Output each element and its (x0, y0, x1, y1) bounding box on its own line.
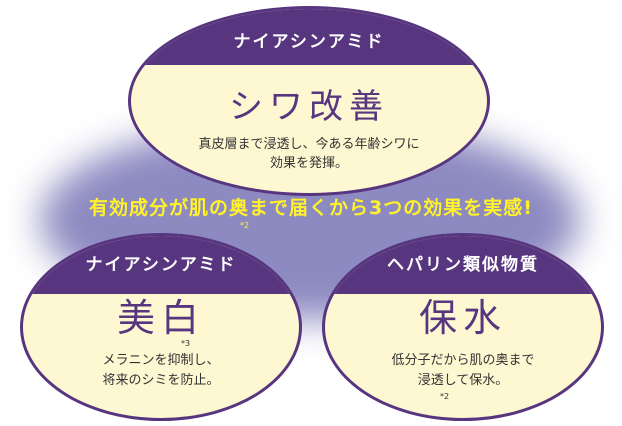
right-oval-desc-1: 低分子だから肌の奥まで (391, 353, 535, 368)
right-oval-footnote: *2 (440, 392, 450, 401)
top-oval-title: シワ改善 (229, 87, 389, 127)
top-oval-header: ナイアシンアミド (131, 9, 487, 65)
headline: 有効成分が肌の奥まで届くから3つの効果を実感! (89, 197, 533, 219)
left-oval-header: ナイアシンアミド (23, 236, 299, 294)
left-oval-desc-2: 将来のシミを防止。 (102, 373, 220, 388)
left-oval-footnote: *3 (181, 339, 191, 348)
right-oval-title: 保水 (418, 296, 507, 340)
right-oval-header: ヘパリン類似物質 (325, 236, 601, 294)
top-oval-desc-2: 効果を発揮。 (269, 156, 348, 171)
top-oval-desc-1: 真皮層まで浸透し、今ある年齢シワに (198, 137, 420, 152)
top-oval-wrinkle: ナイアシンアミド シワ改善 真皮層まで浸透し、今ある年齢シワに 効果を発揮。 (128, 6, 490, 196)
right-oval-desc-2: 浸透して保水。 (417, 373, 509, 388)
headline-footnote: *2 (240, 221, 250, 230)
right-oval-moisture: ヘパリン類似物質 保水 低分子だから肌の奥まで 浸透して保水。 *2 (322, 233, 604, 421)
left-oval-whitening: ナイアシンアミド 美白 *3 メラニンを抑制し、 将来のシミを防止。 (20, 233, 302, 421)
left-oval-desc-1: メラニンを抑制し、 (102, 353, 220, 368)
left-oval-title: 美白 (116, 296, 205, 340)
